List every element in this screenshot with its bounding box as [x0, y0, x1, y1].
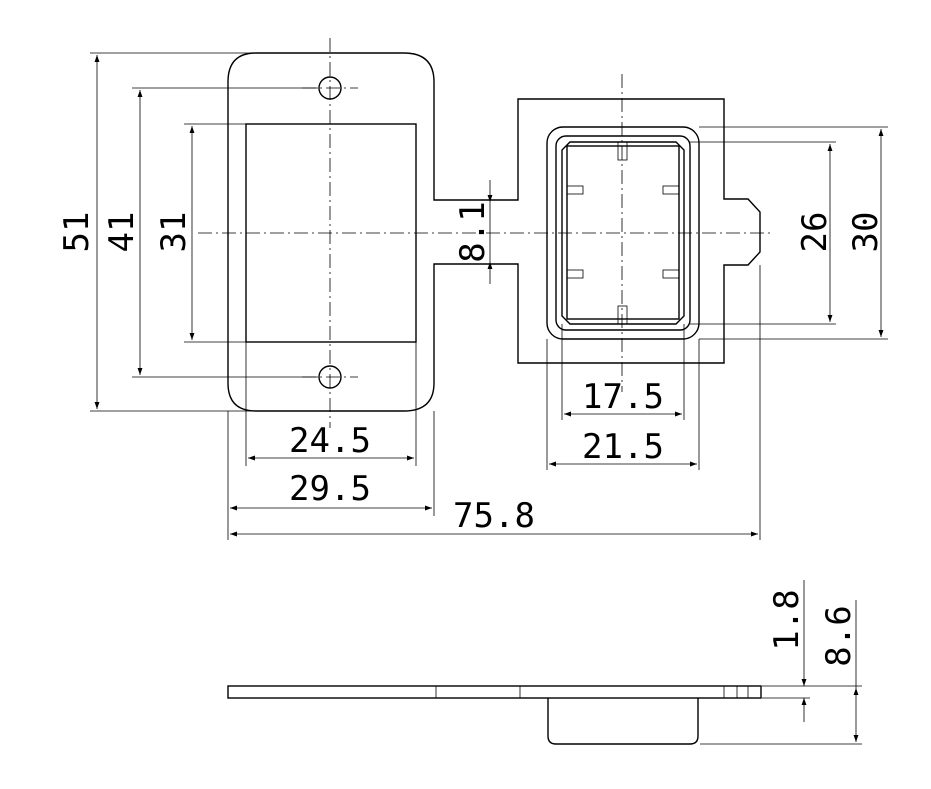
window-width-label: 24.5 — [289, 421, 371, 461]
snap-tab-top — [617, 141, 628, 161]
snap-tab-left-lower — [566, 269, 584, 279]
snap-tab-bottom — [617, 305, 628, 325]
side-plate — [227, 685, 762, 699]
dimension-cup-outer-width: 21.5 — [546, 339, 700, 470]
dimension-plate-height: 51 — [57, 52, 256, 412]
total-depth-label: 8.6 — [819, 605, 859, 666]
plate-thickness-label: 1.8 — [767, 589, 807, 650]
cup-inner-width-label: 17.5 — [582, 377, 664, 417]
dimension-overall-length: 75.8 — [230, 265, 761, 540]
plate-width-label: 29.5 — [289, 469, 371, 509]
dimension-bridge-width: 8.1 — [453, 180, 493, 284]
overall-length-label: 75.8 — [453, 496, 535, 536]
dimension-plate-thickness: 1.8 — [762, 580, 810, 722]
dimension-plate-width: 29.5 — [227, 411, 435, 540]
part-outline — [227, 52, 761, 412]
side-cup — [547, 698, 699, 745]
snap-tab-left-upper — [566, 185, 584, 195]
dimension-window-height: 31 — [154, 123, 246, 343]
hole-spacing-label: 41 — [102, 212, 142, 253]
cup-inner-frame — [561, 141, 685, 325]
window-height-label: 31 — [154, 212, 194, 253]
dimension-cup-inner-width: 17.5 — [561, 324, 685, 420]
cup-outer-height-label: 30 — [846, 212, 886, 253]
plate-height-label: 51 — [57, 212, 97, 253]
cup-inner-height-label: 26 — [795, 212, 835, 253]
dimension-window-width: 24.5 — [245, 342, 417, 466]
cup-cavity — [566, 145, 680, 320]
dimension-cup-inner-height: 26 — [690, 141, 836, 325]
dimension-total-depth: 8.6 — [700, 600, 862, 745]
dimension-cup-outer-height: 30 — [699, 126, 888, 340]
dimension-hole-spacing: 41 — [102, 87, 318, 378]
cup-outer-width-label: 21.5 — [582, 427, 664, 467]
snap-tab-right-lower — [662, 269, 680, 279]
side-view — [227, 685, 762, 745]
bridge-width-label: 8.1 — [453, 201, 493, 262]
top-view — [198, 38, 772, 428]
snap-tab-right-upper — [662, 185, 680, 195]
